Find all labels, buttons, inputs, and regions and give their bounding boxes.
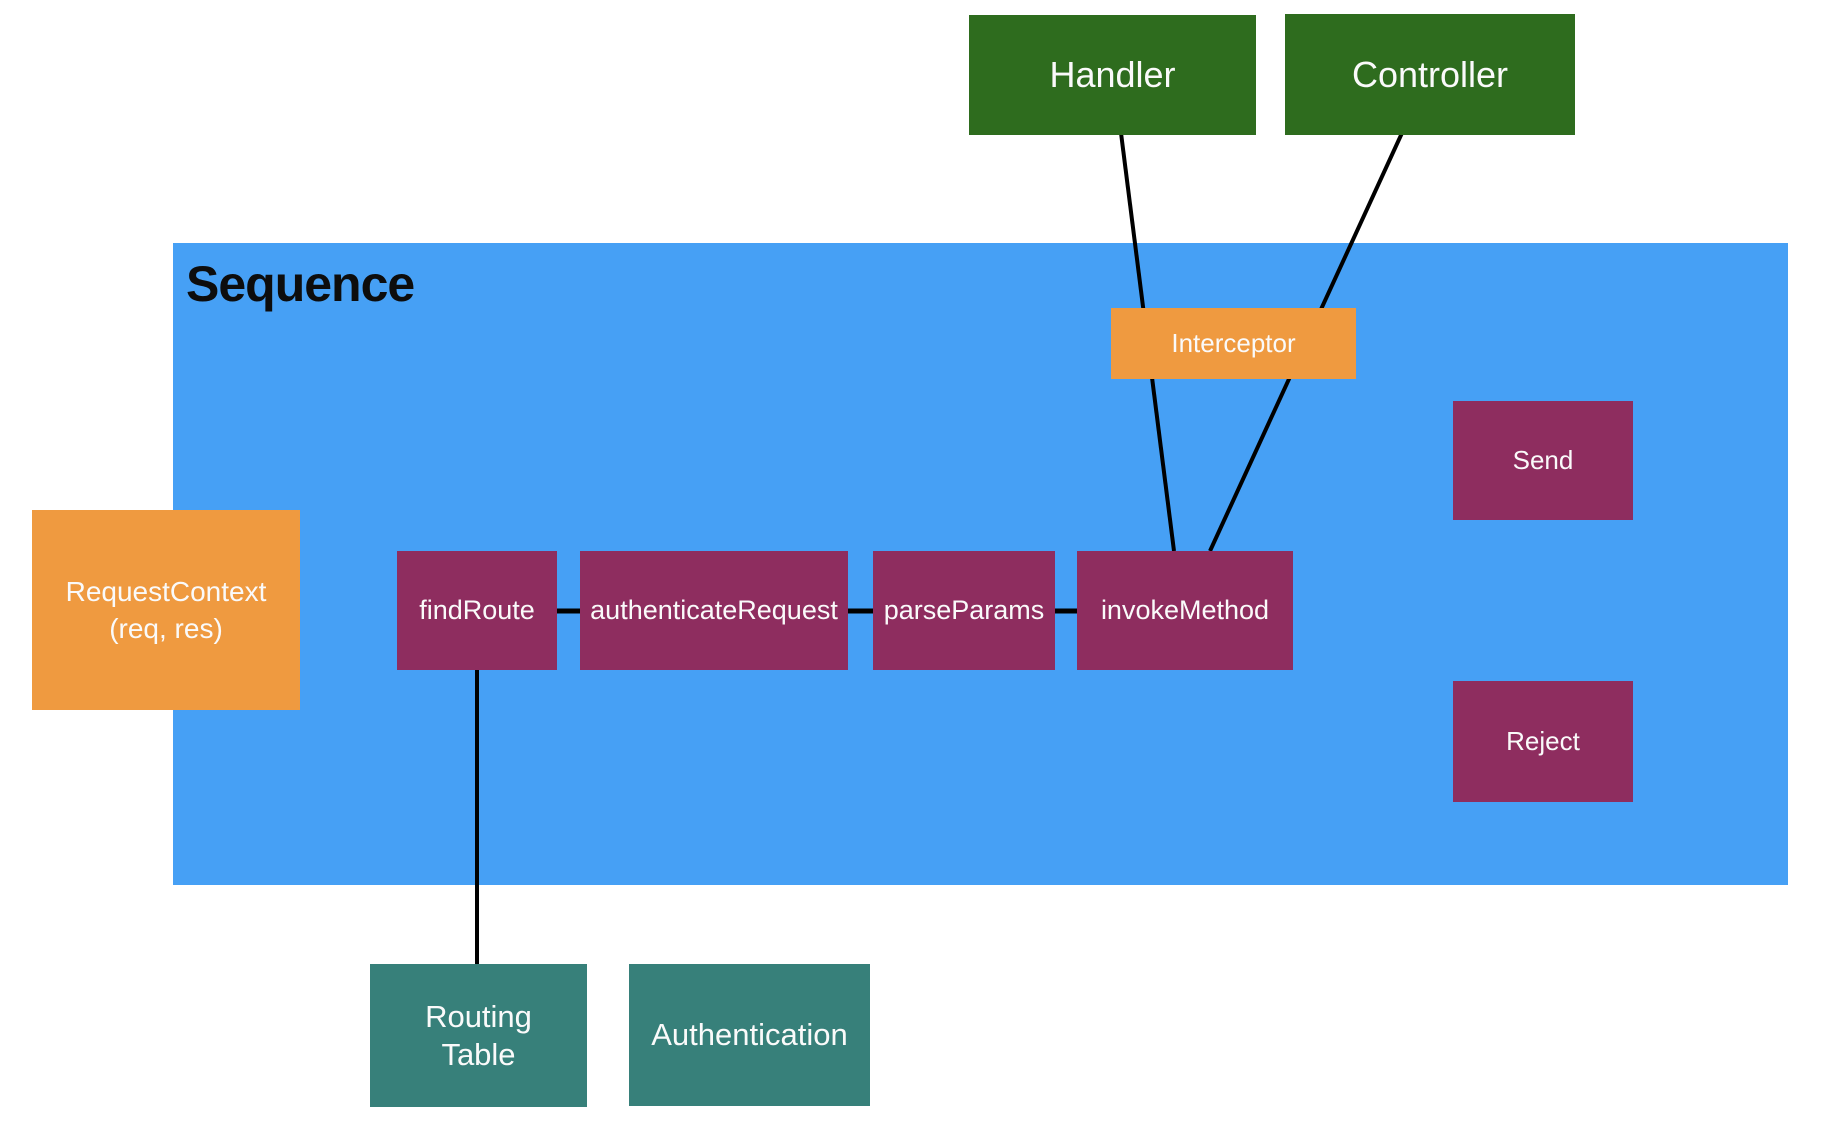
node-send-label: Send	[1512, 445, 1574, 475]
node-handler-label: Handler	[1049, 54, 1176, 95]
node-find-route: findRoute	[397, 551, 557, 670]
node-controller-label: Controller	[1351, 53, 1509, 95]
node-invoke-method-label: invokeMethod	[1100, 595, 1270, 625]
node-invoke-method: invokeMethod	[1077, 551, 1293, 670]
node-request-context: RequestContext (req, res)	[32, 510, 300, 710]
node-parse-params: parseParams	[873, 551, 1055, 670]
node-find-route-label: findRoute	[419, 595, 535, 625]
node-routing-table: Routing Table	[370, 964, 587, 1107]
node-send: Send	[1453, 401, 1633, 520]
node-handler: Handler	[969, 15, 1256, 135]
node-authentication: Authentication	[629, 964, 870, 1106]
node-request-context-label-line1: RequestContext	[65, 576, 267, 607]
node-routing-table-label-line1: Routing	[425, 998, 532, 1034]
node-reject-label: Reject	[1506, 726, 1580, 756]
node-parse-params-label: parseParams	[883, 595, 1045, 625]
node-routing-table-label-line2: Table	[441, 1036, 516, 1072]
sequence-title: Sequence	[186, 256, 415, 312]
node-request-context-label-line2: (req, res)	[109, 613, 223, 644]
node-authentication-label: Authentication	[651, 1017, 848, 1052]
node-reject: Reject	[1453, 681, 1633, 802]
node-authenticate-request-label: authenticateRequest	[590, 595, 838, 625]
node-interceptor: Interceptor	[1111, 308, 1356, 379]
node-interceptor-label: Interceptor	[1171, 328, 1296, 358]
node-authenticate-request: authenticateRequest	[580, 551, 848, 670]
node-controller: Controller	[1285, 14, 1575, 135]
